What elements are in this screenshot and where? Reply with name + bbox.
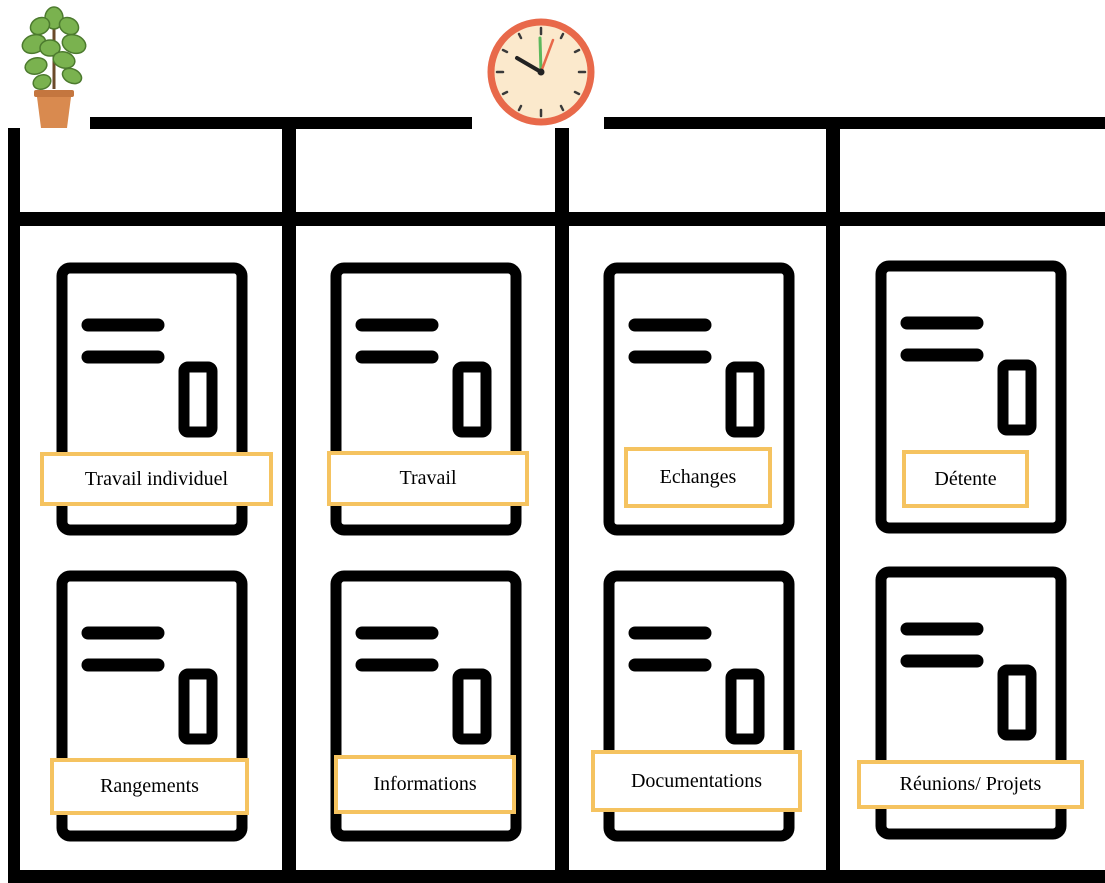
zone-label-echanges: Echanges — [624, 447, 772, 508]
zone-label-detente: Détente — [902, 450, 1029, 508]
zone-label-rangements: Rangements — [50, 758, 249, 815]
cabinet-icon — [603, 262, 795, 536]
zone-label-travail: Travail — [327, 451, 529, 506]
cabinet-icon — [330, 570, 522, 842]
potted-plant-icon — [21, 6, 87, 128]
zone-label-travail-individuel: Travail individuel — [40, 452, 273, 506]
zone-label-informations: Informations — [334, 755, 516, 814]
cabinet-icon — [56, 570, 248, 842]
cabinet-icon — [875, 260, 1067, 534]
room-walls — [8, 117, 1105, 883]
cabinet-icon — [330, 262, 522, 536]
zone-label-reunions-projets: Réunions/ Projets — [857, 760, 1084, 809]
cabinet-icon — [56, 262, 248, 536]
wall-clock-icon — [487, 18, 595, 126]
zone-label-documentations: Documentations — [591, 750, 802, 812]
cabinet-icon — [603, 570, 795, 842]
cabinet-icon — [875, 566, 1067, 840]
